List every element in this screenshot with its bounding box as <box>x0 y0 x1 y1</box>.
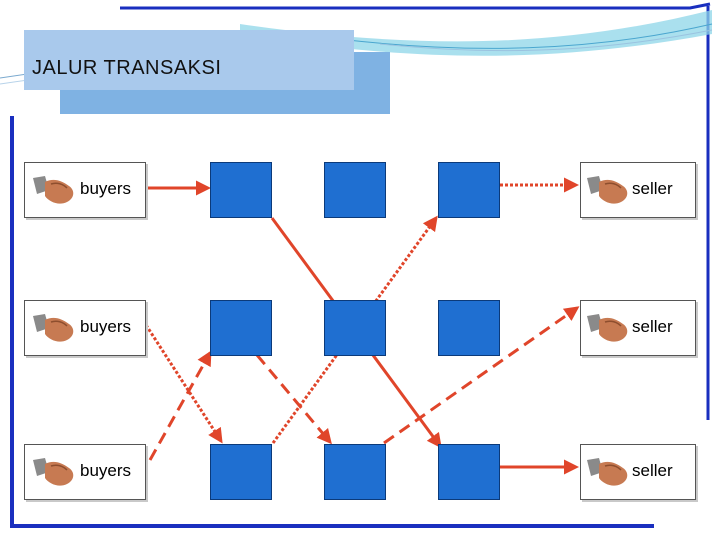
title-block <box>24 30 354 90</box>
seller-label: seller <box>632 317 673 336</box>
buyer-label: buyers <box>80 461 132 480</box>
buyer-label: buyers <box>80 317 132 336</box>
node-row2-col2 <box>324 300 386 356</box>
arrow-buyer3-to-mid-node <box>148 350 212 461</box>
buyer-box: buyers <box>24 444 146 500</box>
node-row2-col3 <box>438 300 500 356</box>
node-row1-col3 <box>438 162 500 218</box>
seller-label: seller <box>632 179 673 198</box>
buyer-box: buyers <box>24 300 146 356</box>
node-row2-col1 <box>210 300 272 356</box>
handshake-icon <box>33 314 74 342</box>
slide-title: JALUR TRANSAKSI <box>32 57 222 79</box>
handshake-icon <box>33 458 74 486</box>
buyer-box: buyers <box>24 162 146 218</box>
arrow-bottom-center-to-seller2 <box>383 306 580 445</box>
seller-box: seller <box>580 300 696 356</box>
seller-box: seller <box>580 162 696 218</box>
arrow-buyer2-to-bottom-node <box>144 324 223 444</box>
buyer-label: buyers <box>80 179 132 198</box>
handshake-icon <box>587 176 628 204</box>
handshake-icon <box>33 176 74 204</box>
node-row3-col1 <box>210 444 272 500</box>
node-row1-col2 <box>324 162 386 218</box>
handshake-icon <box>587 314 628 342</box>
seller-label: seller <box>632 461 673 480</box>
arrow-mid-node-to-bottom-center <box>255 354 332 445</box>
node-row1-col1 <box>210 162 272 218</box>
seller-box: seller <box>580 444 696 500</box>
node-row3-col2 <box>324 444 386 500</box>
handshake-icon <box>587 458 628 486</box>
node-row3-col3 <box>438 444 500 500</box>
